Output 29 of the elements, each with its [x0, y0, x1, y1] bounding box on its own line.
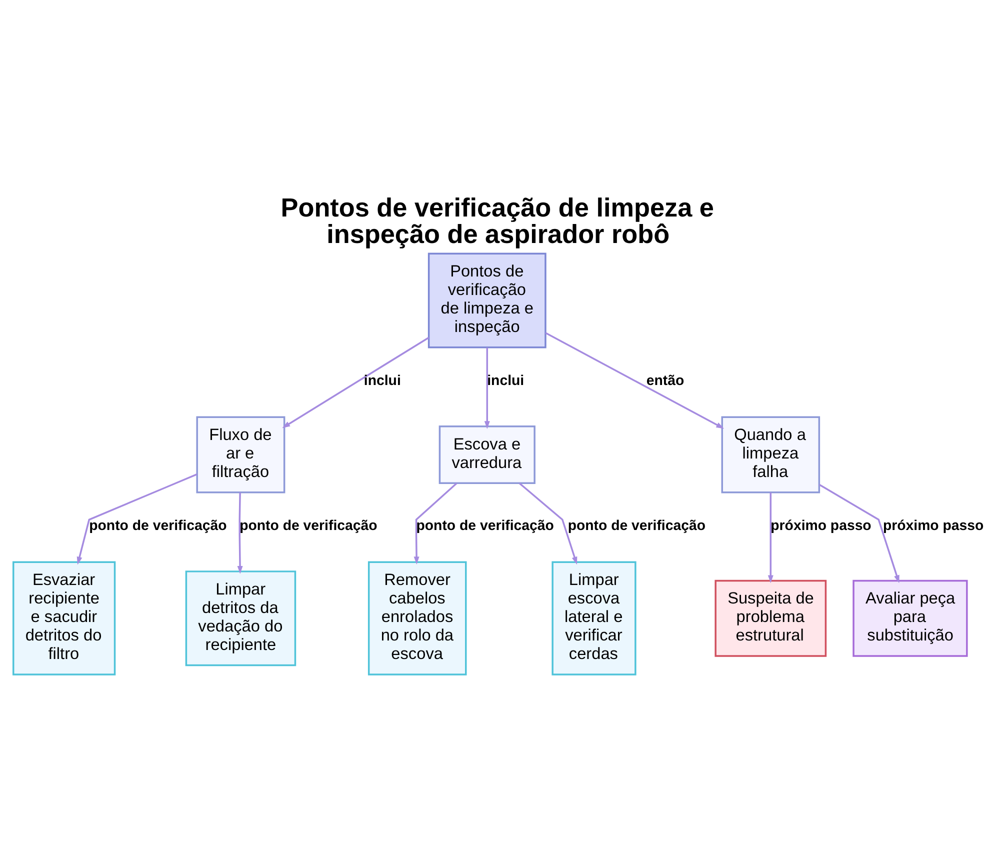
edge-label: inclui	[363, 372, 400, 389]
edge-label: próximo passo	[882, 518, 984, 534]
arrow	[236, 492, 242, 574]
node-box: Pontos de verificação de limpeza e inspeção	[427, 252, 546, 348]
arrow	[518, 482, 577, 565]
arrow	[544, 332, 724, 429]
node-box: Fluxo de ar e filtração	[196, 416, 285, 494]
edge-label: inclui	[486, 372, 524, 389]
diagram-title: Pontos de verificação de limpeza e inspeção de aspirador robô	[280, 192, 714, 249]
node-box: Quando a limpeza falha	[720, 416, 820, 494]
edge-label: ponto de verificação	[239, 518, 377, 534]
arrow	[282, 336, 429, 428]
arrow	[413, 482, 457, 564]
arrow	[484, 348, 490, 429]
node-box: Remover cabelos enrolados no rolo da escova	[367, 561, 466, 676]
edge-label: próximo passo	[770, 518, 871, 534]
edge-label: ponto de verificação	[567, 518, 706, 534]
arrow	[76, 474, 197, 565]
edge-label: ponto de verificação	[88, 518, 226, 534]
edge-label: então	[646, 372, 684, 389]
node-box: Limpar detritos da vedação do recipiente	[184, 570, 296, 666]
node-box: Avaliar peça para substituição	[852, 580, 968, 657]
arrow	[767, 492, 773, 584]
node-box: Suspeita de problema estrutural	[714, 580, 826, 657]
node-box: Limpar escova lateral e verificar cerdas	[551, 561, 636, 676]
node-box: Esvaziar recipiente e sacudir detritos do filtro	[12, 561, 116, 676]
edge-label: ponto de verificação	[416, 518, 554, 534]
node-box: Escova e varredura	[438, 426, 535, 484]
arrow	[818, 484, 899, 584]
